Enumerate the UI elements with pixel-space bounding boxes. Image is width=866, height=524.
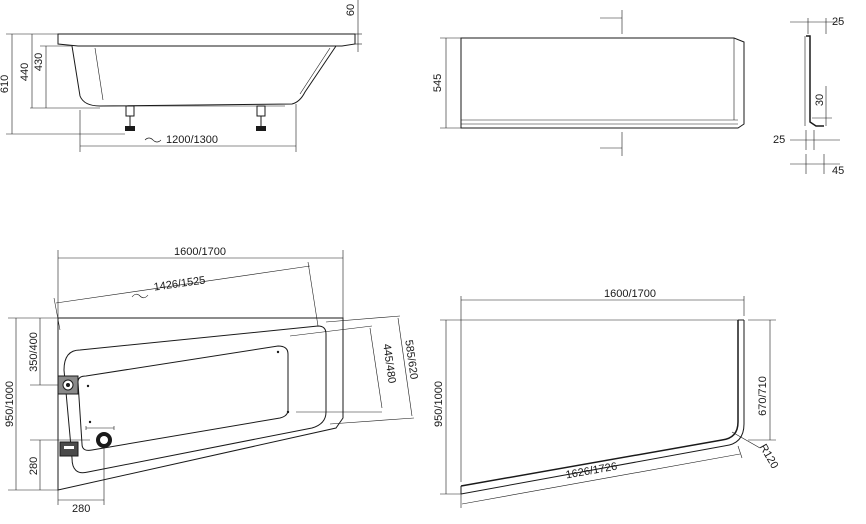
dim-top-width: 1600/1700	[58, 246, 343, 259]
bathtub-leg-right	[256, 105, 266, 131]
dim-plan-670: 670/710	[757, 320, 771, 440]
top-view: 1600/1700 1426/1525 950/1000 350/400 280	[4, 246, 420, 515]
dim-60: 60	[345, 0, 359, 52]
tub-inner-rim	[63, 325, 327, 474]
dim-plan-depth-label: 950/1000	[433, 381, 445, 427]
dim-top-inner: 1426/1525	[53, 261, 319, 331]
dim-25-bottom-label: 25	[773, 134, 785, 146]
tub-basin	[77, 345, 289, 451]
dim-length-label: 1200/1300	[166, 134, 218, 146]
dim-45-label: 45	[832, 165, 844, 177]
profile-outline	[806, 35, 824, 127]
dim-430-label: 430	[33, 53, 45, 71]
dim-25-bottom: 25	[773, 130, 840, 150]
drain-icon	[85, 426, 115, 448]
dim-610: 610	[0, 34, 13, 134]
dim-plan-1626: 1626/1726	[460, 445, 743, 508]
dim-plan-670-label: 670/710	[757, 376, 769, 416]
bathtub-body	[71, 45, 337, 107]
dim-430: 430	[33, 46, 47, 108]
dim-top-585-label: 585/620	[402, 339, 419, 380]
side-view: 610 440 430 60 1200/1300	[0, 0, 362, 152]
dim-440: 440	[19, 34, 33, 108]
dim-440-label: 440	[19, 63, 31, 81]
dim-length: 1200/1300	[80, 134, 296, 147]
dim-top-350-label: 350/400	[28, 332, 40, 372]
panel-profile: 25 30 25 45	[773, 16, 844, 177]
dim-plan-depth: 950/1000	[433, 320, 447, 494]
dim-top-280-h: 280	[58, 499, 104, 515]
bathtub-rim	[57, 33, 356, 47]
dim-30: 30	[812, 86, 832, 126]
dim-25-top-label: 25	[832, 16, 844, 28]
dim-30-label: 30	[814, 94, 826, 106]
dim-545-label: 545	[432, 74, 444, 92]
dim-545: 545	[432, 38, 447, 128]
tub-outline	[57, 317, 344, 491]
dim-plan-r120: R120	[731, 431, 781, 471]
dim-60-label: 60	[345, 4, 357, 16]
dim-plan-r120-label: R120	[757, 442, 781, 471]
tap-icon	[57, 375, 79, 395]
overflow-icon	[59, 441, 79, 457]
dim-610-label: 610	[0, 75, 11, 93]
dim-top-inner-label: 1426/1525	[153, 274, 206, 293]
dim-top-width-label: 1600/1700	[174, 246, 226, 258]
front-panel: 545	[432, 10, 745, 156]
dim-top-depth-label: 950/1000	[4, 381, 16, 427]
dim-plan-width-label: 1600/1700	[604, 288, 656, 300]
dim-top-280-v-label: 280	[28, 457, 40, 475]
dim-top-280-v: 280	[28, 440, 41, 490]
front-panel-outline	[460, 37, 745, 129]
panel-plan-outline	[460, 320, 739, 487]
dim-top-depth: 950/1000	[4, 318, 17, 490]
bathtub-leg-left	[125, 105, 135, 131]
dim-45: 45	[790, 154, 844, 177]
dim-top-445-label: 445/480	[380, 343, 397, 384]
dim-top-280-h-label: 280	[72, 503, 90, 515]
dim-top-445: 445/480	[289, 325, 398, 413]
dim-25-top: 25	[832, 16, 844, 28]
dim-top-585: 585/620	[325, 315, 420, 425]
dim-plan-width: 1600/1700	[461, 288, 744, 301]
panel-plan: 1600/1700 950/1000 670/710 1626/1726 R12…	[433, 288, 780, 508]
dim-top-350: 350/400	[28, 318, 41, 385]
